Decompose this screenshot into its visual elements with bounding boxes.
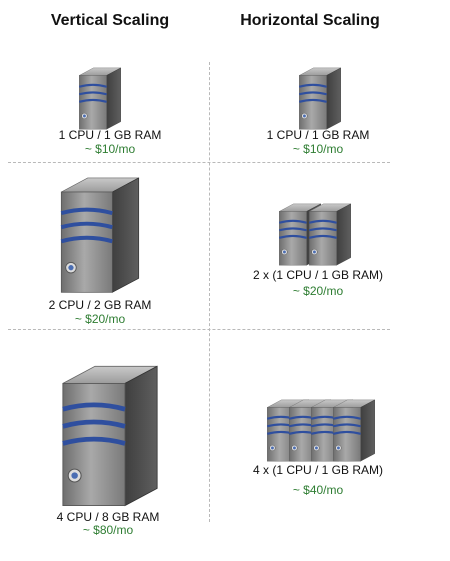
horizontal-price-2: ~ $20/mo (292, 284, 344, 298)
server-tower-icon (298, 66, 342, 131)
server-tower-icon (56, 362, 164, 512)
horizontal-spec-2: 2 x (1 CPU / 1 GB RAM) (252, 268, 384, 282)
horizontal-spec-1: 1 CPU / 1 GB RAM (266, 128, 370, 142)
column-divider (209, 62, 210, 522)
horizontal-spec-3: 4 x (1 CPU / 1 GB RAM) (252, 463, 384, 477)
horizontal-scaling-heading: Horizontal Scaling (240, 12, 380, 29)
server-tower-icon (308, 202, 352, 267)
server-tower-icon (332, 398, 376, 463)
vertical-price-3: ~ $80/mo (82, 523, 134, 537)
vertical-scaling-heading: Vertical Scaling (50, 12, 170, 29)
server-tower-icon (56, 172, 144, 300)
vertical-spec-3: 4 CPU / 8 GB RAM (56, 510, 160, 524)
row-divider-1 (8, 162, 390, 163)
vertical-spec-1: 1 CPU / 1 GB RAM (58, 128, 162, 142)
vertical-spec-2: 2 CPU / 2 GB RAM (48, 298, 152, 312)
server-tower-icon (78, 66, 122, 131)
row-divider-2 (8, 329, 390, 330)
horizontal-price-3: ~ $40/mo (292, 483, 344, 497)
vertical-price-1: ~ $10/mo (84, 142, 136, 156)
vertical-price-2: ~ $20/mo (74, 312, 126, 326)
horizontal-price-1: ~ $10/mo (292, 142, 344, 156)
